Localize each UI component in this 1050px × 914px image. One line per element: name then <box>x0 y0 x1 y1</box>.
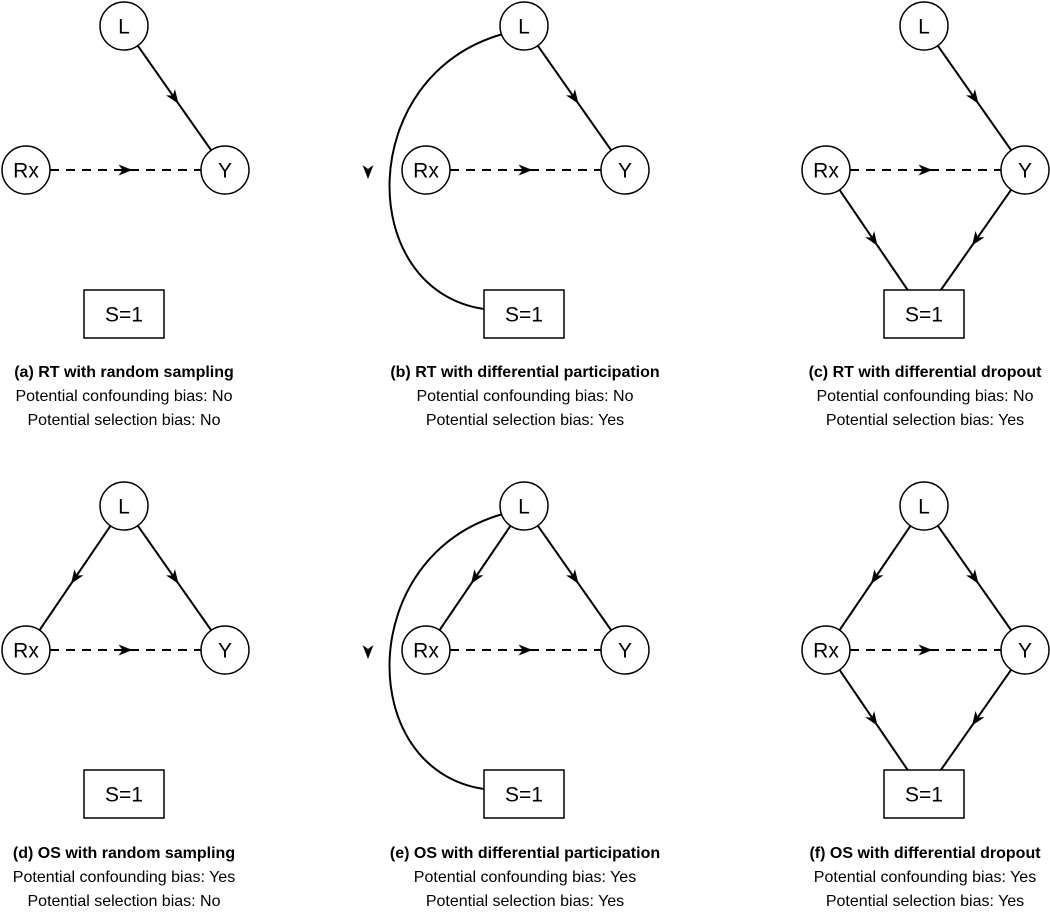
panel-b-node-l <box>499 1 549 51</box>
panel-f-node-l-label: L <box>918 496 930 519</box>
panel-c-confounding: Potential confounding bias: No <box>816 388 1034 405</box>
panel-e-title: (e) OS with differential participation <box>389 845 661 862</box>
panel-f-edge-rx-s-arrow <box>865 711 878 726</box>
panel-f-node-l <box>899 481 949 531</box>
panel-b-confounding: Potential confounding bias: No <box>416 388 634 405</box>
panel-d-node-y <box>200 625 250 675</box>
panel-a-confounding: Potential confounding bias: No <box>15 388 233 405</box>
panel-f-node-s <box>883 769 965 819</box>
panel-f-node-rx-label: Rx <box>813 640 839 663</box>
panel-c-edge-y-s-arrow <box>972 230 985 246</box>
panel-c-node-rx-label: Rx <box>813 160 839 183</box>
panel-a-node-rx <box>1 145 51 195</box>
panel-f-selection: Potential selection bias: Yes <box>825 893 1025 910</box>
panel-a-node-s-label: S=1 <box>105 304 143 327</box>
panel-d-edge-l-y-arrow <box>165 569 179 584</box>
panel-e-node-l-label: L <box>518 496 530 519</box>
panel-f-edge-y-s-arrow <box>972 710 985 726</box>
panel-c-node-l-label: L <box>918 16 930 39</box>
panel-f-caption: (f) OS with differential dropout Potenti… <box>745 842 1050 914</box>
panel-c-node-s <box>883 289 965 339</box>
panel-d-node-l <box>99 481 149 531</box>
panel-d-node-rx <box>1 625 51 675</box>
panel-a-node-s <box>83 289 165 339</box>
panel-c-title: (c) RT with differential dropout <box>808 364 1042 381</box>
panel-f-edge-l-rx-arrow <box>871 569 884 584</box>
panel-d-confounding: Potential confounding bias: Yes <box>12 869 236 886</box>
panel-e-caption: (e) OS with differential participation P… <box>345 842 705 914</box>
panel-e-edge-l-rx-arrow <box>471 569 484 584</box>
panel-e-node-l <box>499 481 549 531</box>
panel-b-node-l-label: L <box>518 16 530 39</box>
panel-b-edge-rx-y-arrow <box>518 164 533 176</box>
panel-f-node-rx <box>801 625 851 675</box>
panel-e-confounding: Potential confounding bias: Yes <box>413 869 637 886</box>
panel-e-edge-rx-y-arrow <box>518 644 533 656</box>
panel-b-node-rx-label: Rx <box>413 160 439 183</box>
panel-d-node-y-label: Y <box>218 640 232 663</box>
panel-e-node-y-label: Y <box>618 640 632 663</box>
panel-c-selection: Potential selection bias: Yes <box>825 412 1025 429</box>
panel-b-node-y-label: Y <box>618 160 632 183</box>
panel-c-edge-rx-s-arrow <box>865 231 878 246</box>
panel-c-node-s-label: S=1 <box>905 304 943 327</box>
panel-a-node-y <box>200 145 250 195</box>
panel-e-selection: Potential selection bias: Yes <box>425 893 625 910</box>
panel-e-node-rx <box>401 625 451 675</box>
panel-b-node-s <box>483 289 565 339</box>
panel-e-node-rx-label: Rx <box>413 640 439 663</box>
panel-b-edge-l-y-arrow <box>565 89 579 104</box>
panel-b-edge-l-s-arrow <box>362 165 374 179</box>
panel-f-confounding: Potential confounding bias: Yes <box>813 869 1037 886</box>
panel-d-title: (d) OS with random sampling <box>12 845 236 862</box>
panel-a-node-rx-label: Rx <box>13 160 39 183</box>
panel-b-selection: Potential selection bias: Yes <box>425 412 625 429</box>
panel-f-edge-rx-y-arrow <box>918 644 933 656</box>
panel-f-node-s-label: S=1 <box>905 784 943 807</box>
panel-e-edge-l-s <box>388 513 504 790</box>
panel-c-caption: (c) RT with differential dropout Potenti… <box>745 361 1050 433</box>
panel-d-caption: (d) OS with random sampling Potential co… <box>0 842 304 914</box>
panel-e-edge-l-s-arrow <box>362 645 374 659</box>
panel-b-caption: (b) RT with differential participation P… <box>345 361 705 433</box>
panel-d-node-rx-label: Rx <box>13 640 39 663</box>
panel-a-title: (a) RT with random sampling <box>14 364 234 381</box>
panel-c-node-y <box>1000 145 1050 195</box>
panel-e-node-s-label: S=1 <box>505 784 543 807</box>
panel-c-edge-l-y-arrow <box>965 89 979 104</box>
panel-d-edge-l-rx-arrow <box>71 569 84 584</box>
panel-f-edge-l-y-arrow <box>965 569 979 584</box>
panel-b-node-s-label: S=1 <box>505 304 543 327</box>
panel-b-node-y <box>600 145 650 195</box>
panel-a-node-l-label: L <box>118 16 130 39</box>
panel-c-node-rx <box>801 145 851 195</box>
panel-e-edge-l-y-arrow <box>565 569 579 584</box>
panel-a-caption: (a) RT with random sampling Potential co… <box>0 361 304 433</box>
panel-d-node-l-label: L <box>118 496 130 519</box>
panel-a-node-l <box>99 1 149 51</box>
panel-d-edge-rx-y-arrow <box>118 644 133 656</box>
panel-f-title: (f) OS with differential dropout <box>809 845 1041 862</box>
panel-b-node-rx <box>401 145 451 195</box>
panel-f-node-y <box>1000 625 1050 675</box>
panel-f-node-y-label: Y <box>1018 640 1032 663</box>
panel-c-node-l <box>899 1 949 51</box>
panel-d-node-s-label: S=1 <box>105 784 143 807</box>
panel-c-edge-rx-y-arrow <box>918 164 933 176</box>
panel-b-edge-l-s <box>388 33 504 310</box>
panel-a-edge-rx-y-arrow <box>118 164 133 176</box>
panel-b-title: (b) RT with differential participation <box>390 364 660 381</box>
panel-d-node-s <box>83 769 165 819</box>
panel-a-edge-l-y-arrow <box>165 89 179 104</box>
panel-d-selection: Potential selection bias: No <box>27 893 221 910</box>
panel-c-node-y-label: Y <box>1018 160 1032 183</box>
panel-a-selection: Potential selection bias: No <box>27 412 221 429</box>
panel-e-node-s <box>483 769 565 819</box>
panel-e-node-y <box>600 625 650 675</box>
panel-a-node-y-label: Y <box>218 160 232 183</box>
